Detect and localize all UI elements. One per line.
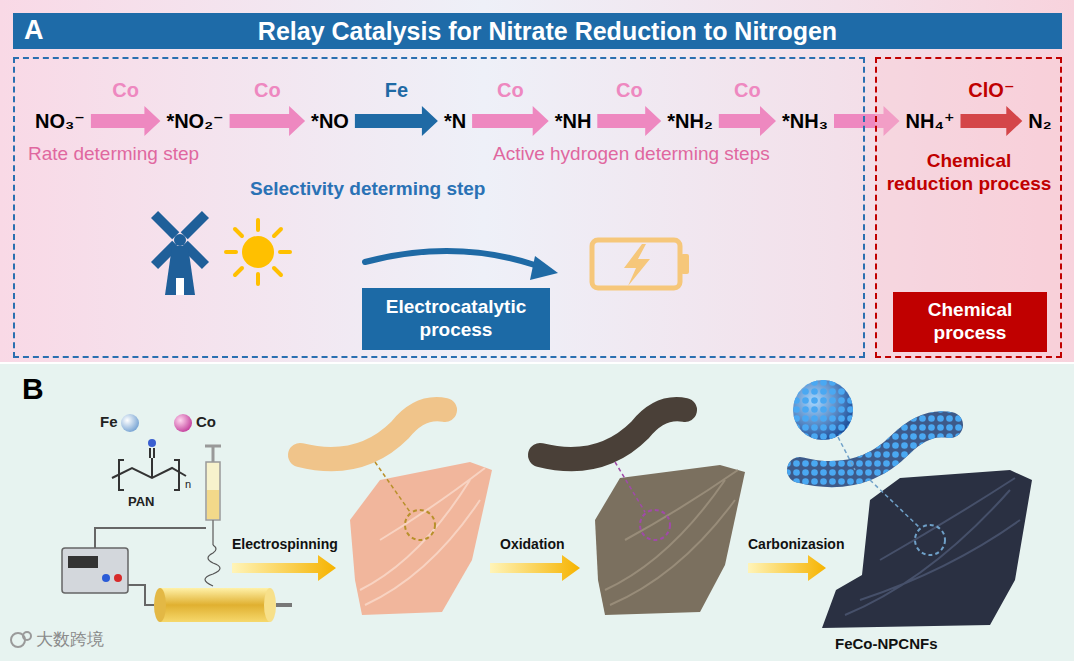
species-label: *NO bbox=[310, 109, 350, 133]
reaction-arrow bbox=[230, 106, 306, 136]
windmill-icon bbox=[151, 211, 209, 295]
step-label: Electrospinning bbox=[232, 536, 338, 552]
species-label: N₂ bbox=[1027, 109, 1052, 133]
step-arrow bbox=[748, 555, 826, 581]
species-text: *NO bbox=[310, 109, 350, 133]
subscript-label: n bbox=[185, 478, 191, 491]
species-label: *NO₂⁻ bbox=[165, 109, 224, 133]
title-text: Relay Catalysis for Nitrate Reduction to… bbox=[13, 13, 1062, 49]
step-label: Carbonizasion bbox=[748, 536, 844, 552]
reaction-arrow bbox=[597, 106, 661, 136]
catalyst-label: Co bbox=[112, 79, 139, 102]
species-text: NH₄⁺ bbox=[905, 109, 956, 133]
panel-letter: A bbox=[24, 15, 44, 46]
reaction-arrow bbox=[91, 106, 160, 136]
species-text: N₂ bbox=[1027, 109, 1052, 133]
species-text: *N bbox=[443, 109, 467, 133]
chemical-region: Chemical reduction process NH₄⁺ N₂ Chemical… bbox=[875, 57, 1062, 358]
species-label: *NH₂ bbox=[666, 109, 714, 133]
species-text: *NH₂ bbox=[666, 109, 714, 133]
fiber-mat bbox=[540, 409, 745, 615]
species-label: *NH bbox=[554, 109, 593, 133]
reaction-arrow bbox=[472, 106, 549, 136]
catalyst-label: Fe bbox=[385, 79, 408, 102]
species-text: NO₃⁻ bbox=[34, 109, 86, 133]
catalyst-label: Co bbox=[616, 79, 643, 102]
species-label: *N bbox=[443, 109, 467, 133]
process-box: Chemical process bbox=[893, 292, 1047, 352]
species-text: *NH₃ bbox=[781, 109, 829, 133]
species-label: *NH₃ bbox=[781, 109, 829, 133]
step-arrow bbox=[490, 555, 580, 581]
catalyst-label: Co bbox=[497, 79, 524, 102]
element-label: Fe bbox=[100, 413, 118, 430]
fiber-mat bbox=[300, 409, 492, 615]
step-note: Selectivity determing step bbox=[250, 178, 485, 201]
region-heading: Chemical reduction process bbox=[885, 150, 1053, 196]
co-sphere bbox=[174, 414, 192, 432]
step-arrow bbox=[232, 555, 336, 581]
step-note: Active hydrogen determing steps bbox=[493, 143, 770, 166]
electrocatalysis-region: Rate determing step Active hydrogen deter… bbox=[13, 57, 865, 358]
syringe bbox=[205, 446, 221, 586]
box-text: Electrocatalytic process bbox=[370, 296, 542, 342]
process-box: Electrocatalytic process bbox=[362, 288, 550, 350]
element-label: Co bbox=[196, 413, 216, 430]
pan-structure bbox=[112, 439, 186, 490]
watermark: 大数跨境 bbox=[36, 630, 104, 650]
sun-icon bbox=[226, 220, 290, 284]
title-band: Relay Catalysis for Nitrate Reduction to… bbox=[13, 13, 1062, 49]
species-label: NH₄⁺ bbox=[905, 109, 956, 133]
step-label: Oxidation bbox=[500, 536, 565, 552]
reaction-arrow bbox=[355, 106, 438, 136]
product-label: FeCo-NPCNFs bbox=[835, 635, 938, 652]
panel-letter: B bbox=[22, 372, 44, 407]
reaction-arrow bbox=[719, 106, 776, 136]
fe-sphere bbox=[121, 414, 139, 432]
collector-drum bbox=[154, 588, 292, 622]
box-text: Chemical process bbox=[901, 299, 1039, 345]
battery-icon bbox=[592, 240, 689, 288]
catalyst-label: Co bbox=[254, 79, 281, 102]
species-text: *NH bbox=[554, 109, 593, 133]
watermark-logo bbox=[11, 632, 31, 647]
process-arrow bbox=[365, 251, 558, 280]
catalyst-label: ClO⁻ bbox=[968, 79, 1014, 102]
species-label: NO₃⁻ bbox=[34, 109, 86, 133]
catalyst-label: Co bbox=[734, 79, 761, 102]
polymer-label: PAN bbox=[128, 495, 154, 510]
carbon-fiber-mat bbox=[793, 380, 1032, 628]
species-text: *NO₂⁻ bbox=[165, 109, 224, 133]
step-note: Rate determing step bbox=[28, 143, 199, 166]
